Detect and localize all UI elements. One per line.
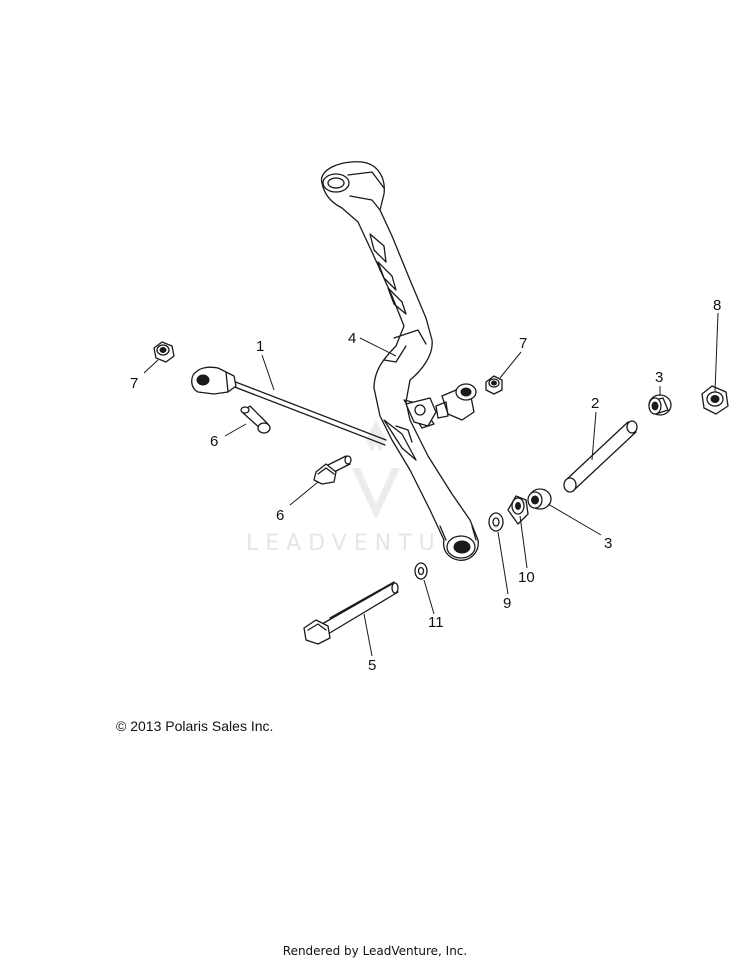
part-3-bushing-upper <box>648 394 672 416</box>
callout-3-upper: 3 <box>655 369 663 386</box>
part-7-nut-right <box>485 375 503 395</box>
part-6-clevis-pin <box>240 405 271 434</box>
part-5-long-bolt <box>303 581 399 645</box>
callout-1: 1 <box>256 338 264 355</box>
callout-11: 11 <box>428 614 444 631</box>
callout-5: 5 <box>368 657 376 674</box>
part-6-bolt <box>313 455 352 485</box>
callout-4: 4 <box>348 330 356 347</box>
callout-6-upper: 6 <box>210 433 218 450</box>
leader-lines <box>143 312 719 657</box>
part-10-spacer <box>507 495 529 525</box>
callout-10: 10 <box>518 569 535 586</box>
part-8-flange-nut <box>701 385 729 415</box>
callout-9: 9 <box>503 595 511 612</box>
callout-7-right: 7 <box>519 335 527 352</box>
callout-3-lower: 3 <box>604 535 612 552</box>
callout-2: 2 <box>591 395 599 412</box>
part-1-brake-rod <box>191 366 387 446</box>
callout-8: 8 <box>713 297 721 314</box>
part-9-washer <box>488 512 504 532</box>
part-3-bushing-lower <box>527 488 552 510</box>
copyright-notice: © 2013 Polaris Sales Inc. <box>116 718 274 734</box>
callout-6-lower: 6 <box>276 507 284 524</box>
watermark-text: LEADVENTURE <box>246 531 485 556</box>
callout-7-left: 7 <box>130 375 138 392</box>
rendered-by-footer: Rendered by LeadVenture, Inc. <box>282 944 468 958</box>
callout-labels: 1 2 3 3 4 5 6 6 7 7 8 9 10 11 <box>130 297 721 674</box>
part-11-washer <box>414 562 428 580</box>
rod-end-fitting <box>435 383 477 421</box>
part-7-nut-left <box>153 341 175 363</box>
part-2-shaft-tube <box>563 420 638 493</box>
leadventure-watermark: LEADVENTURE <box>246 420 485 556</box>
part-4-brake-pedal <box>321 161 479 561</box>
